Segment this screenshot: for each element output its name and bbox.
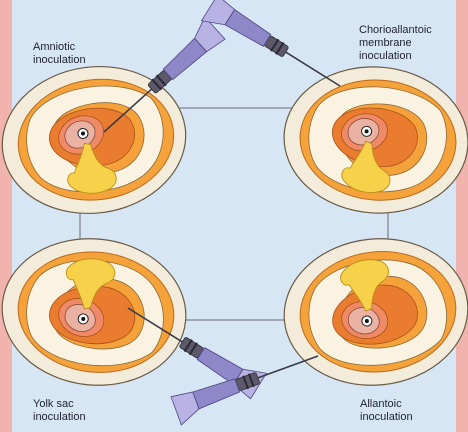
egg-allantoic xyxy=(276,229,468,395)
egg-yolk-sac xyxy=(0,229,194,395)
egg-chorioallantoic xyxy=(278,60,468,220)
label-allantoic-inoculation: Allantoic inoculation xyxy=(360,398,413,423)
label-yolk-sac-inoculation: Yolk sac inoculation xyxy=(33,398,86,423)
label-chorioallantoic-inoculation: Chorioallantoic membrane inoculation xyxy=(359,24,432,62)
label-amniotic-inoculation: Amniotic inoculation xyxy=(33,41,86,66)
